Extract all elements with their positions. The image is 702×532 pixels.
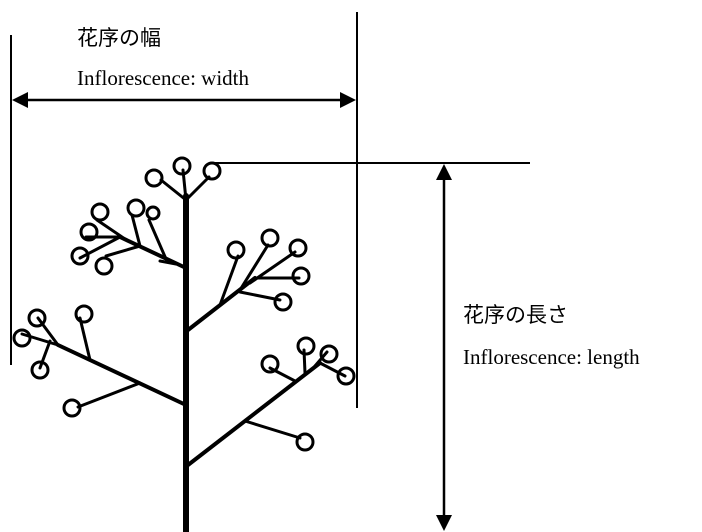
floret <box>296 336 316 356</box>
inflorescence-plant <box>12 156 356 532</box>
floret <box>144 168 164 188</box>
width-measurement <box>10 12 358 408</box>
floret <box>145 205 161 221</box>
top-floret-cluster <box>144 156 222 202</box>
floret <box>273 292 293 312</box>
floret <box>291 266 311 286</box>
floret <box>260 354 280 374</box>
floret <box>336 366 356 386</box>
width-arrow-right-head <box>340 92 356 108</box>
floret <box>12 328 32 348</box>
branch-upper-left <box>70 198 188 276</box>
floret <box>70 246 90 266</box>
floret <box>288 238 308 258</box>
width-label-jp: 花序の幅 <box>77 26 161 50</box>
length-measurement <box>214 162 530 531</box>
floret <box>90 202 110 222</box>
floret <box>94 256 114 276</box>
floret <box>74 304 94 324</box>
floret <box>260 228 280 248</box>
floret <box>226 240 246 260</box>
branch-lower-left <box>12 304 188 418</box>
floret <box>295 432 315 452</box>
floret <box>79 222 99 242</box>
width-label-en: Inflorescence: width <box>77 66 250 90</box>
floret <box>62 398 82 418</box>
floret <box>126 198 146 218</box>
floret <box>202 161 222 181</box>
floret <box>172 156 192 176</box>
floret <box>319 344 339 364</box>
width-arrow-left-head <box>12 92 28 108</box>
branch-upper-right <box>186 228 311 332</box>
branch-lower-right <box>186 336 356 467</box>
length-arrow-top-head <box>436 164 452 180</box>
length-arrow-bottom-head <box>436 515 452 531</box>
floret <box>30 360 50 380</box>
length-label-jp: 花序の長さ <box>463 303 568 327</box>
floret <box>27 308 47 328</box>
length-label-en: Inflorescence: length <box>463 345 640 369</box>
